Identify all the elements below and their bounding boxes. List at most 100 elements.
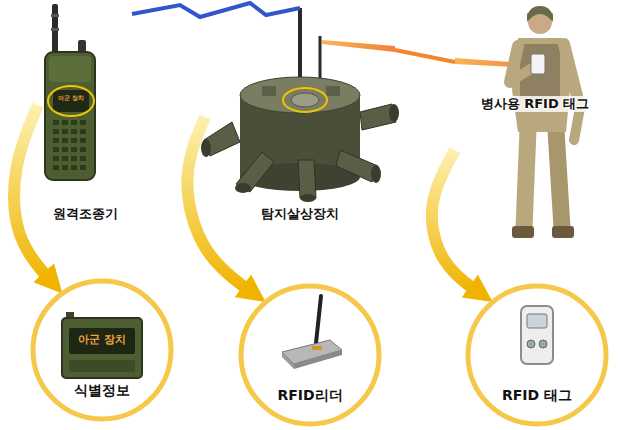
id-display-figure <box>62 312 142 378</box>
screen-text: 아군 장치 <box>69 333 135 347</box>
id-display-figure-part <box>69 360 135 372</box>
soldier-figure <box>510 6 580 238</box>
remote-controller-figure-part-part <box>71 147 77 152</box>
remote-controller-figure-part-part <box>71 120 77 125</box>
circle-outline <box>30 278 174 422</box>
circle-backgrounds-part <box>468 286 606 424</box>
soldier-figure-part <box>512 226 534 238</box>
soldier-figure-part <box>552 226 574 238</box>
rfid-tag-figure-part <box>527 314 547 328</box>
rfid-reader-figure-part <box>294 350 342 369</box>
figure-caption: 원격조종기 <box>38 206 132 222</box>
remote-controller-figure-part-part <box>80 138 86 143</box>
remote-controller-figure-part-part <box>53 138 59 143</box>
remote-controller-figure-part-part <box>53 156 59 161</box>
circle-outline <box>465 283 609 427</box>
remote-controller-figure-part <box>45 52 95 180</box>
remote-controller-figure-part <box>52 4 58 56</box>
remote-controller-figure-part-part <box>80 147 86 152</box>
remote-controller-figure-part-part <box>71 165 77 170</box>
signal-beam <box>322 40 536 68</box>
remote-controller-figure-part-part <box>80 120 86 125</box>
signal-beam-part <box>322 40 395 52</box>
remote-controller-figure-part-part <box>53 129 59 134</box>
circle-ring <box>33 281 171 419</box>
sentry-device-figure-part <box>326 86 340 96</box>
remote-controller-figure-part-part <box>53 120 59 125</box>
soldier-tag: 병사용 RFID 태그 <box>455 0 615 248</box>
curved-arrow <box>14 105 51 282</box>
soldier-figure-part <box>524 130 528 228</box>
circle-outline <box>238 283 382 427</box>
remote-controller-figure-part-part <box>80 165 86 170</box>
remote-controller-figure-part-part <box>71 138 77 143</box>
remote-controller-figure-part-part <box>71 129 77 134</box>
sentry-device-figure-part <box>291 93 319 107</box>
remote-controller-figure-part-part <box>80 129 86 134</box>
remote-controller-figure-part-part <box>62 147 68 152</box>
remote-controller-figure-part <box>49 56 91 82</box>
remote-controller-figure-part-part <box>53 165 59 170</box>
rfid-tag-figure-part <box>521 306 553 364</box>
figure-caption: 병사용 RFID 태그 <box>477 96 594 112</box>
rfid-tag-figure <box>521 306 553 364</box>
sentry-device-figure-part <box>300 194 316 202</box>
rfid-reader-figure <box>282 296 342 369</box>
remote-controller: 원격조종기 <box>38 0 132 226</box>
rfid-tag-figure-part <box>539 340 547 348</box>
remote-controller-figure-part <box>53 90 89 112</box>
soldier-figure-part <box>556 130 562 228</box>
remote-controller-figure-part-part <box>71 156 77 161</box>
sentry-device-figure-part <box>201 139 211 157</box>
info-circle: RFID 태그 <box>465 283 609 427</box>
remote-controller-figure <box>45 4 95 180</box>
remote-controller-figure-part-part <box>62 165 68 170</box>
circle-caption: RFID리더 <box>238 387 382 404</box>
remote-controller-figure-part <box>51 14 59 17</box>
rfid-reader-figure-part <box>282 352 294 369</box>
circle-ring <box>468 286 606 424</box>
curved-arrow <box>187 117 252 293</box>
sentry-device-figure-part <box>262 86 276 96</box>
rfid-reader-figure-part <box>316 296 321 343</box>
sentry-device-figure <box>201 8 399 202</box>
sentry-device-figure-part <box>371 165 381 183</box>
figure-caption: 탐지살상장치 <box>205 206 395 222</box>
rfid-reader-figure-part <box>312 346 322 350</box>
info-circle: RFID리더 <box>238 283 382 427</box>
soldier-figure-part <box>531 54 545 74</box>
remote-controller-figure-part-part <box>80 156 86 161</box>
sentry-device-figure-part <box>389 104 399 122</box>
remote-controller-figure-part-part <box>62 138 68 143</box>
rfid-beam <box>395 50 455 62</box>
sentry-device-figure-part <box>298 160 316 198</box>
remote-controller-figure-part <box>48 86 94 116</box>
circle-backgrounds-part <box>33 281 171 419</box>
radio-link <box>132 3 300 17</box>
rfid-tag-figure-part <box>527 340 535 348</box>
sentry-device-figure-part <box>240 77 360 113</box>
remote-controller-figure-part-part <box>62 129 68 134</box>
remote-controller-figure-part-part <box>62 120 68 125</box>
info-circle: 식별정보 <box>30 278 174 422</box>
id-display-figure-part <box>69 328 135 354</box>
soldier-figure-part <box>510 68 532 82</box>
sentry-device-figure-part <box>236 152 274 192</box>
remote-controller-figure-part <box>53 120 86 170</box>
screen-text: 아군 장치 <box>53 94 89 102</box>
id-display-figure-part <box>62 318 142 378</box>
remote-controller-figure-part-part <box>62 156 68 161</box>
curved-arrow <box>432 150 480 293</box>
sentry-device-figure-part <box>235 183 251 193</box>
circle-ring <box>241 286 379 424</box>
remote-controller-figure-part-part <box>53 147 59 152</box>
circle-caption: 식별정보 <box>30 382 174 399</box>
circle-caption: RFID 태그 <box>465 387 609 404</box>
circle-backgrounds-part <box>241 286 379 424</box>
soldier-figure-part <box>527 6 553 22</box>
sentry-device: 탐지살상장치 <box>205 8 395 226</box>
sentry-device-figure-part <box>283 88 327 112</box>
remote-controller-figure-part <box>51 28 59 31</box>
soldier-figure-part <box>574 108 580 140</box>
